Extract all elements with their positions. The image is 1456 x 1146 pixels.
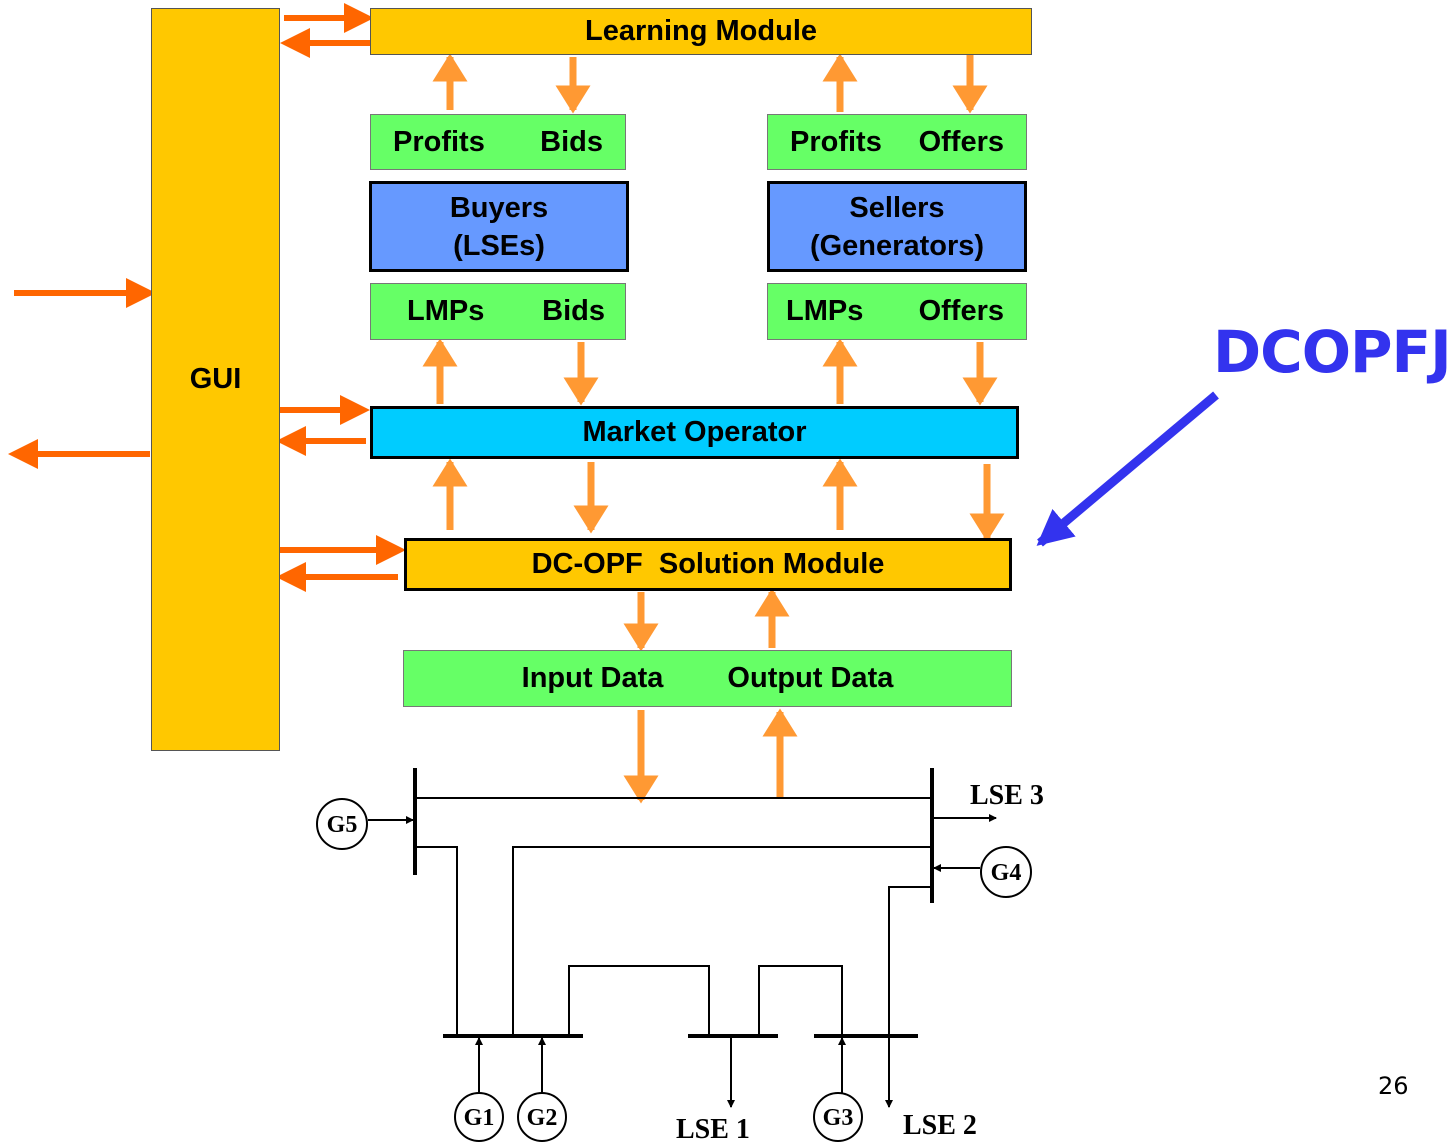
sellers-subtitle: (Generators) (809, 229, 985, 262)
buyers-box: Buyers (LSEs) (369, 181, 629, 272)
dcopfj-callout-label: DCOPFJ (1213, 318, 1452, 386)
seller-offers-label: Offers (918, 125, 1004, 158)
g2-label: G2 (527, 1105, 558, 1131)
buyer-lmps-label: LMPs (407, 295, 485, 327)
page-number: 26 (1378, 1072, 1409, 1100)
gui-label: GUI (189, 363, 242, 395)
learning-module: Learning Module (370, 8, 1032, 55)
seller-market-box: LMPs Offers (767, 283, 1027, 340)
lse2-label: LSE 2 (903, 1110, 977, 1141)
lse1-label: LSE 1 (676, 1114, 750, 1145)
g3-label: G3 (823, 1105, 854, 1131)
g1-label: G1 (464, 1105, 495, 1131)
dcopf-module-label: DC-OPF Solution Module (531, 548, 885, 580)
lse3-label: LSE 3 (970, 780, 1044, 811)
buyers-title: Buyers (449, 191, 549, 224)
dcopfj-callout-arrow (1036, 391, 1219, 547)
market-operator-label: Market Operator (582, 416, 807, 448)
g3-circle (813, 1092, 863, 1142)
buyer-market-box: LMPs Bids (370, 283, 626, 340)
buyer-market-bids-label: Bids (542, 295, 605, 327)
sellers-box: Sellers (Generators) (767, 181, 1027, 272)
seller-market-offers-label: Offers (918, 295, 1004, 327)
buyers-subtitle: (LSEs) (453, 229, 545, 262)
learning-module-label: Learning Module (585, 15, 817, 47)
g2-circle (517, 1092, 567, 1142)
seller-lmps-label: LMPs (786, 295, 864, 327)
output-data-label: Output Data (727, 662, 894, 694)
g4-circle (980, 846, 1032, 898)
data-box: Input Data Output Data (403, 650, 1012, 707)
g5-circle (316, 798, 368, 850)
buyer-feedback-box: Profits Bids (370, 114, 626, 170)
g1-circle (454, 1092, 504, 1142)
power-grid-diagram (316, 768, 1032, 1142)
sellers-title: Sellers (849, 191, 945, 224)
g4-label: G4 (991, 860, 1022, 886)
dcopf-solution-module: DC-OPF Solution Module (404, 538, 1012, 591)
seller-feedback-box: Profits Offers (767, 114, 1027, 170)
market-operator: Market Operator (370, 406, 1019, 459)
seller-profits-label: Profits (790, 125, 882, 158)
gui-panel: GUI (151, 8, 280, 751)
buyer-bids-label: Bids (540, 125, 603, 158)
input-data-label: Input Data (521, 662, 664, 694)
buyer-profits-label: Profits (393, 125, 485, 158)
g5-label: G5 (327, 812, 358, 838)
